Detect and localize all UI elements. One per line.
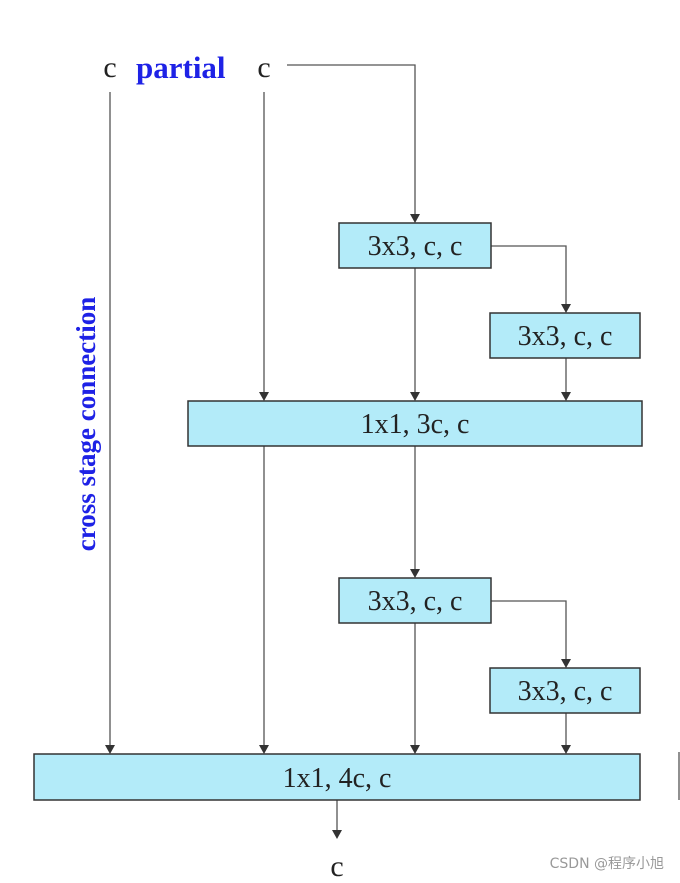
input-c-right-label: c (257, 51, 270, 84)
conv-b2-label: 3x3, c, c (518, 676, 613, 707)
conv-a1-box: 3x3, c, c (338, 222, 492, 269)
edge-conv-a1-to-conv-a2 (491, 245, 567, 304)
conv-b1-label: 3x3, c, c (368, 586, 463, 617)
arrowhead-merge-1-left (259, 392, 269, 401)
cross-stage-connection-label: cross stage connection (71, 297, 101, 551)
arrowhead-conv-b1 (410, 569, 420, 578)
conv-b1-box: 3x3, c, c (338, 577, 492, 624)
arrowhead-merge-2-center (410, 745, 420, 754)
conv-b2-box: 3x3, c, c (489, 667, 641, 714)
arrowhead-conv-b2 (561, 659, 571, 668)
merge-2-label: 1x1, 4c, c (283, 763, 392, 794)
edge-conv-b1-to-conv-b2 (491, 600, 567, 659)
arrowhead-cross-stage (105, 745, 115, 754)
partial-label: partial (136, 50, 226, 85)
output-c-label: c (330, 850, 343, 883)
conv-a1-label: 3x3, c, c (368, 231, 463, 262)
conv-a2-label: 3x3, c, c (518, 321, 613, 352)
edge-input-to-conv-a1 (287, 64, 416, 214)
watermark-text: CSDN @程序小旭 (550, 856, 664, 872)
arrowhead-merge-1-center (410, 392, 420, 401)
merge-2-box: 1x1, 4c, c (33, 753, 641, 801)
arrowhead-merge-2-left-center (259, 745, 269, 754)
input-c-left-label: c (103, 51, 116, 84)
arrowhead-conv-a1 (410, 214, 420, 223)
arrowhead-output (332, 830, 342, 839)
conv-a2-box: 3x3, c, c (489, 312, 641, 359)
arrowhead-conv-a2 (561, 304, 571, 313)
arrowhead-merge-1-right (561, 392, 571, 401)
merge-1-box: 1x1, 3c, c (187, 400, 643, 447)
merge-1-label: 1x1, 3c, c (361, 409, 470, 440)
arrowhead-merge-2-right (561, 745, 571, 754)
